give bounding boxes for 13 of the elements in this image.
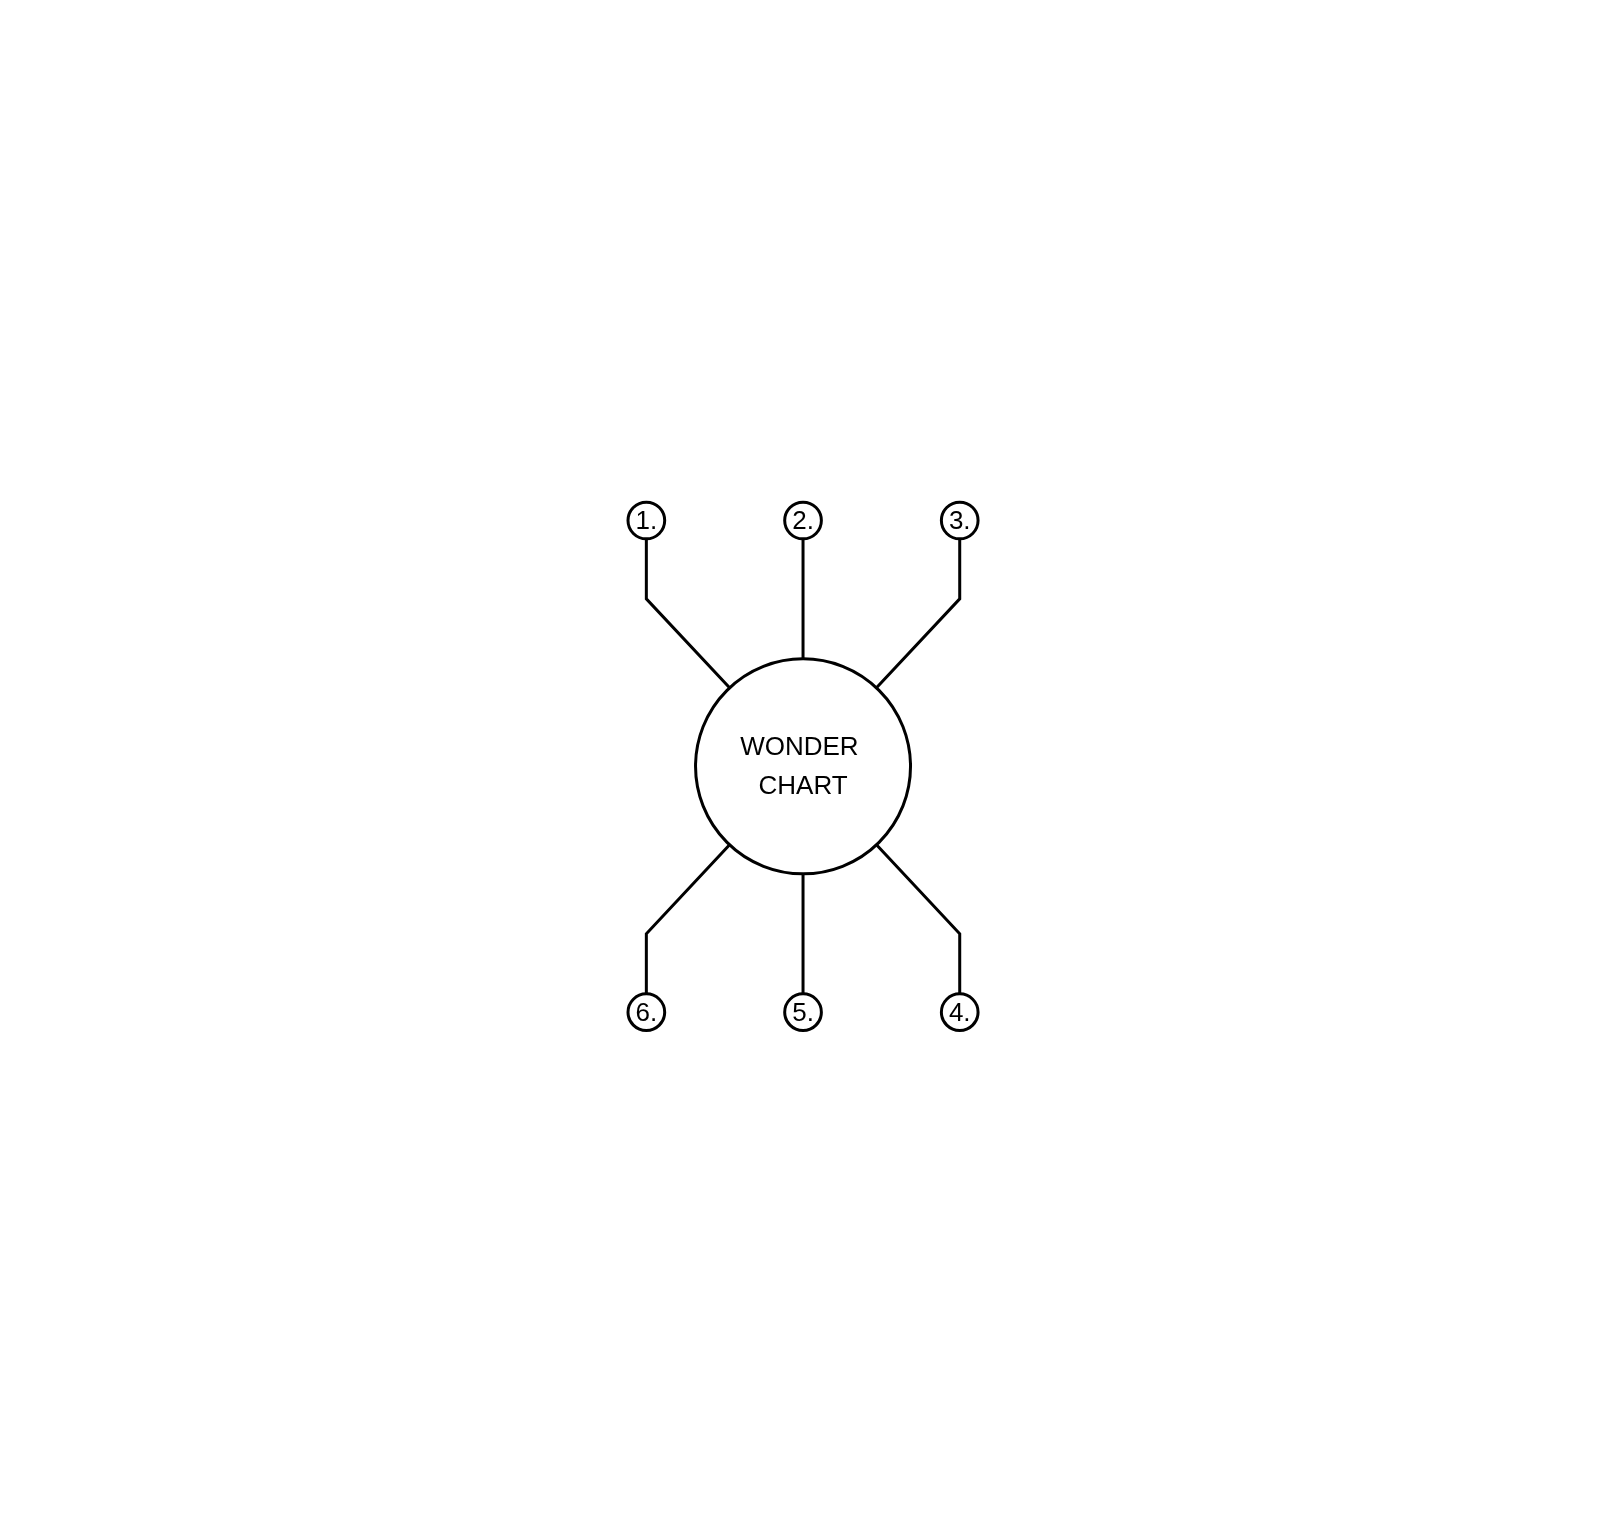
- connector: [875, 539, 962, 689]
- connector: [802, 874, 805, 994]
- connector: [875, 844, 962, 994]
- connector: [802, 539, 805, 659]
- node-circle: 6.: [626, 992, 667, 1033]
- node-circle: 1.: [626, 500, 667, 541]
- node-circle: 2.: [783, 500, 824, 541]
- node-circle: WONDER CHART: [694, 657, 913, 876]
- connector: [645, 844, 732, 994]
- node-circle: 5.: [783, 992, 824, 1033]
- connector: [645, 539, 732, 689]
- node-circle: 4.: [940, 992, 981, 1033]
- node-circle: 3.: [940, 500, 981, 541]
